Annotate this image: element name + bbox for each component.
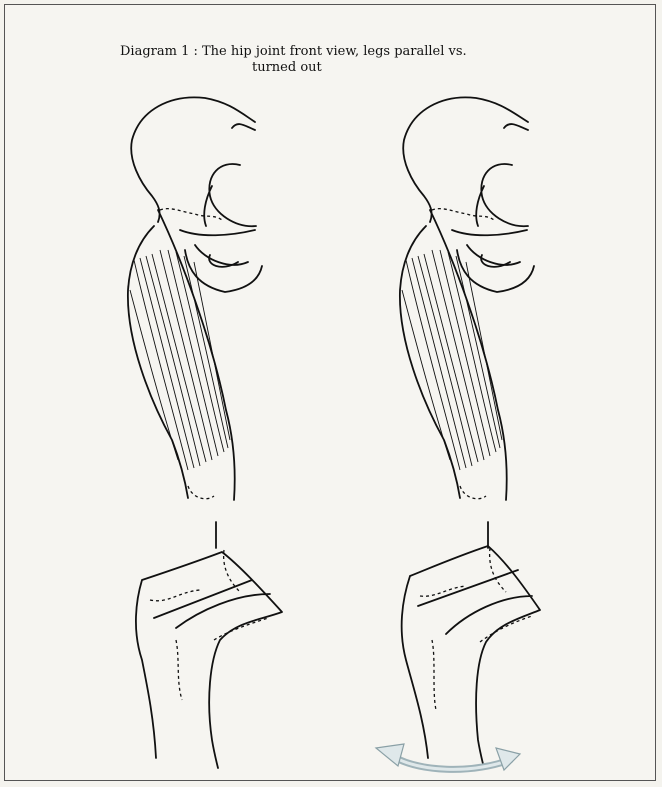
joint-dashes-left — [150, 550, 268, 700]
muscle-fibers-left — [130, 250, 230, 470]
thigh-outline-left — [128, 210, 235, 500]
knee-outline-right — [460, 486, 486, 499]
lower-joint-left — [136, 552, 282, 768]
pelvis-right — [403, 97, 534, 292]
figure-parallel — [128, 97, 282, 768]
hip-socket-right — [432, 209, 494, 220]
knee-outline-left — [188, 486, 214, 499]
hip-socket-left — [160, 209, 222, 220]
muscle-fibers-right — [402, 250, 502, 470]
curved-double-arrow-icon — [376, 744, 520, 770]
lower-joint-right — [402, 546, 540, 768]
figure-turned-out — [376, 97, 540, 770]
thigh-outline-right — [400, 210, 507, 500]
pelvis-left — [131, 97, 262, 292]
